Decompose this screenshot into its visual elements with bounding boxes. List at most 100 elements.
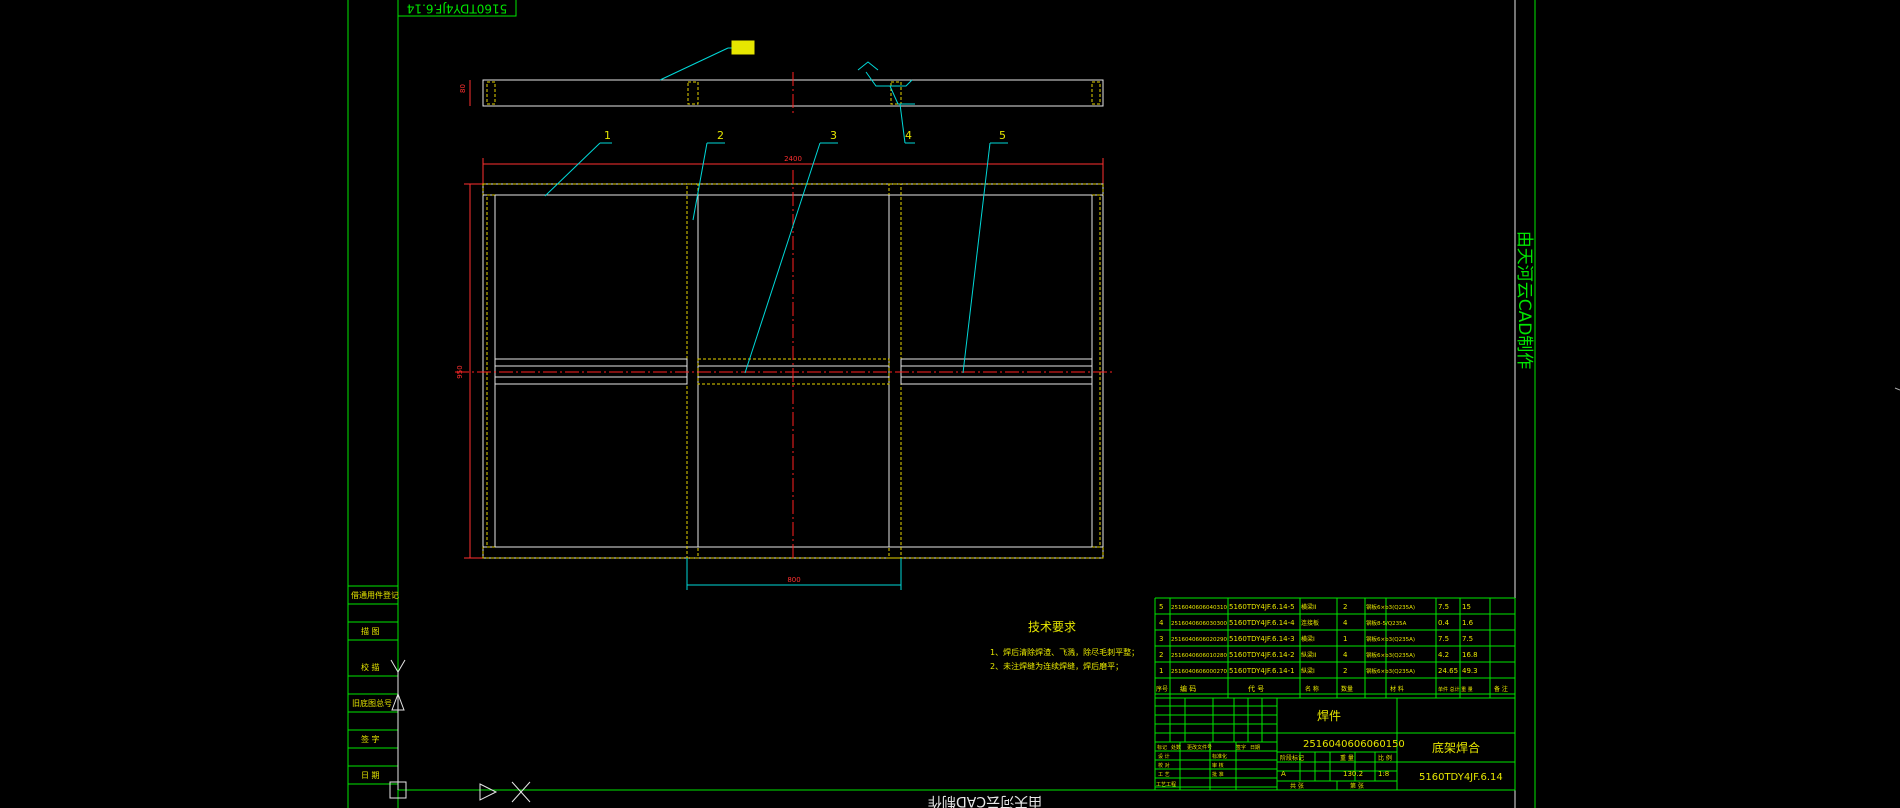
dim-side-height: 80 (459, 84, 467, 93)
top-mirrored-text: 5160TDY4JF.6.14 (407, 2, 507, 16)
scroll-indicator[interactable] (1894, 387, 1900, 391)
label-date: 日期 (1250, 745, 1260, 751)
strip-r1: 借通用件登记 (351, 590, 399, 600)
right-watermark: 由天河云CAD制作 (1514, 231, 1534, 370)
label-craft-eng: 工艺工程 (1156, 781, 1176, 788)
title-name: 底架焊合 (1432, 740, 1480, 755)
title-drawing-no: 5160TDY4JF.6.14 (1419, 772, 1503, 783)
sheet-border (347, 0, 1536, 808)
label-mark: 标记 (1157, 744, 1167, 751)
bom-h-drawing: 代 号 (1248, 684, 1264, 693)
side-view[interactable]: 80 2 (459, 40, 1104, 114)
title-block: 焊件 2516040606060150 底架焊合 5160TDY4JF.6.14… (1154, 697, 1516, 791)
balloon-1: 1 (604, 129, 611, 142)
weld-symbol-icon (865, 71, 913, 87)
bom-drawing: 5160TDY4JF.6.14-3 (1229, 635, 1295, 643)
label-sign: 签字 (1236, 744, 1246, 751)
bom-name: 纵梁I (1301, 667, 1315, 675)
title-stage: A (1281, 770, 1286, 778)
bom-h-qty: 数量 (1341, 685, 1353, 693)
label-approve: 批 准 (1212, 771, 1224, 778)
bom-qty: 4 (1343, 651, 1348, 659)
strip-r6: 日 期 (361, 771, 380, 780)
bom-total: 7.5 (1462, 635, 1473, 643)
bottom-watermark: 由天河云CAD制作 (928, 793, 1042, 808)
bom-total: 15 (1462, 603, 1471, 611)
bom-drawing: 5160TDY4JF.6.14-4 (1229, 619, 1295, 627)
bom-name: 连接板 (1301, 619, 1319, 627)
bom-drawing: 5160TDY4JF.6.14-2 (1229, 651, 1295, 659)
weld-symbol-top-icon (857, 61, 879, 71)
bom-h-no: 序号 (1156, 685, 1168, 693)
bom-name: 纵梁II (1301, 651, 1317, 659)
bom-h-material: 材 料 (1390, 685, 1404, 693)
label-craft: 工 艺 (1158, 772, 1170, 778)
balloon-5: 5 (999, 129, 1006, 142)
bom-name: 横梁II (1301, 603, 1317, 611)
bom-no: 3 (1159, 635, 1163, 643)
bom-unit: 4.2 (1438, 651, 1449, 659)
strip-r3: 校 描 (361, 662, 380, 672)
bom-no: 4 (1159, 619, 1164, 627)
bom-total: 1.6 (1462, 619, 1474, 627)
bom-no: 1 (1159, 667, 1163, 675)
label-audit: 审 核 (1212, 762, 1224, 769)
bom-material: 钢板6×b3(Q235A) (1366, 603, 1415, 611)
strip-r4: 旧底图总号 (352, 698, 392, 708)
bom-material: 钢板6×b3(Q235A) (1366, 651, 1415, 659)
title-code: 2516040606060150 (1303, 739, 1405, 750)
bom-drawing: 5160TDY4JF.6.14-5 (1229, 603, 1295, 611)
bom-unit: 7.5 (1438, 603, 1449, 611)
label-design: 设 计 (1158, 753, 1170, 760)
bom-no: 2 (1159, 651, 1163, 659)
balloon-4: 4 (905, 129, 912, 142)
bom-material: 钢板6×b3(Q235A) (1366, 635, 1415, 643)
tolerance-value: 2 (748, 44, 753, 53)
bom-code: 2516040606040310 (1171, 605, 1227, 611)
label-scale: 比 例 (1378, 754, 1392, 762)
label-change-no: 更改文件号 (1187, 744, 1212, 751)
label-sheet: 第 张 (1350, 782, 1364, 790)
bom-total: 49.3 (1462, 667, 1478, 675)
strip-r5: 签 字 (361, 734, 380, 744)
bom-h-code: 编 码 (1180, 684, 1196, 693)
bom-material: 钢板6×b3(Q235A) (1366, 667, 1415, 675)
title-weight: 130.2 (1343, 770, 1363, 778)
bom-unit: 7.5 (1438, 635, 1449, 643)
bom-qty: 2 (1343, 603, 1347, 611)
top-drawing-number-box: 5160TDY4JF.6.14 (397, 0, 517, 17)
bom-qty: 1 (1343, 635, 1347, 643)
bom-no: 5 (1159, 603, 1163, 611)
strip-r2: 描 图 (361, 626, 380, 636)
label-check: 校 对 (1158, 762, 1170, 769)
bom-qty: 2 (1343, 667, 1347, 675)
dim-overall-width: 2400 (784, 155, 802, 163)
bom-unit: 24.65 (1438, 667, 1458, 675)
label-std: 标准化 (1212, 753, 1227, 760)
balloon-2: 2 (717, 129, 724, 142)
label-count: 处数 (1171, 744, 1181, 751)
tech-title: 技术要求 (1028, 620, 1076, 634)
bom-h-remark: 备 注 (1494, 685, 1508, 693)
tech-line-2: 2、未注焊缝为连续焊缝，焊后磨平； (990, 661, 1123, 671)
bom-code: 2516040606000270 (1171, 669, 1227, 675)
dim-bay-width: 800 (787, 576, 800, 584)
bom-total: 16.8 (1462, 651, 1478, 659)
bom-qty: 4 (1343, 619, 1348, 627)
title-scale: 1:8 (1378, 770, 1389, 778)
plan-view[interactable]: 2400 950 (455, 103, 1115, 590)
tech-line-1: 1、焊后清除焊渣、飞溅，除尽毛刺平整； (990, 647, 1139, 657)
tech-requirements: 技术要求 1、焊后清除焊渣、飞溅，除尽毛刺平整； 2、未注焊缝为连续焊缝，焊后磨… (990, 620, 1139, 671)
label-stage: 阶段标记 (1280, 754, 1304, 762)
bom-code: 2516040606030300 (1171, 621, 1227, 627)
bom-drawing: 5160TDY4JF.6.14-1 (1229, 667, 1295, 675)
label-sheets: 共 张 (1290, 782, 1304, 790)
bom-h-weight: 单件 总计 重 量 (1438, 686, 1473, 693)
ucs-icon (389, 659, 531, 803)
bom-name: 横梁I (1301, 635, 1315, 643)
title-type: 焊件 (1317, 708, 1341, 723)
balloon-3: 3 (830, 129, 837, 142)
left-strip: 借通用件登记 描 图 校 描 旧底图总号 签 字 日 期 (348, 585, 399, 785)
